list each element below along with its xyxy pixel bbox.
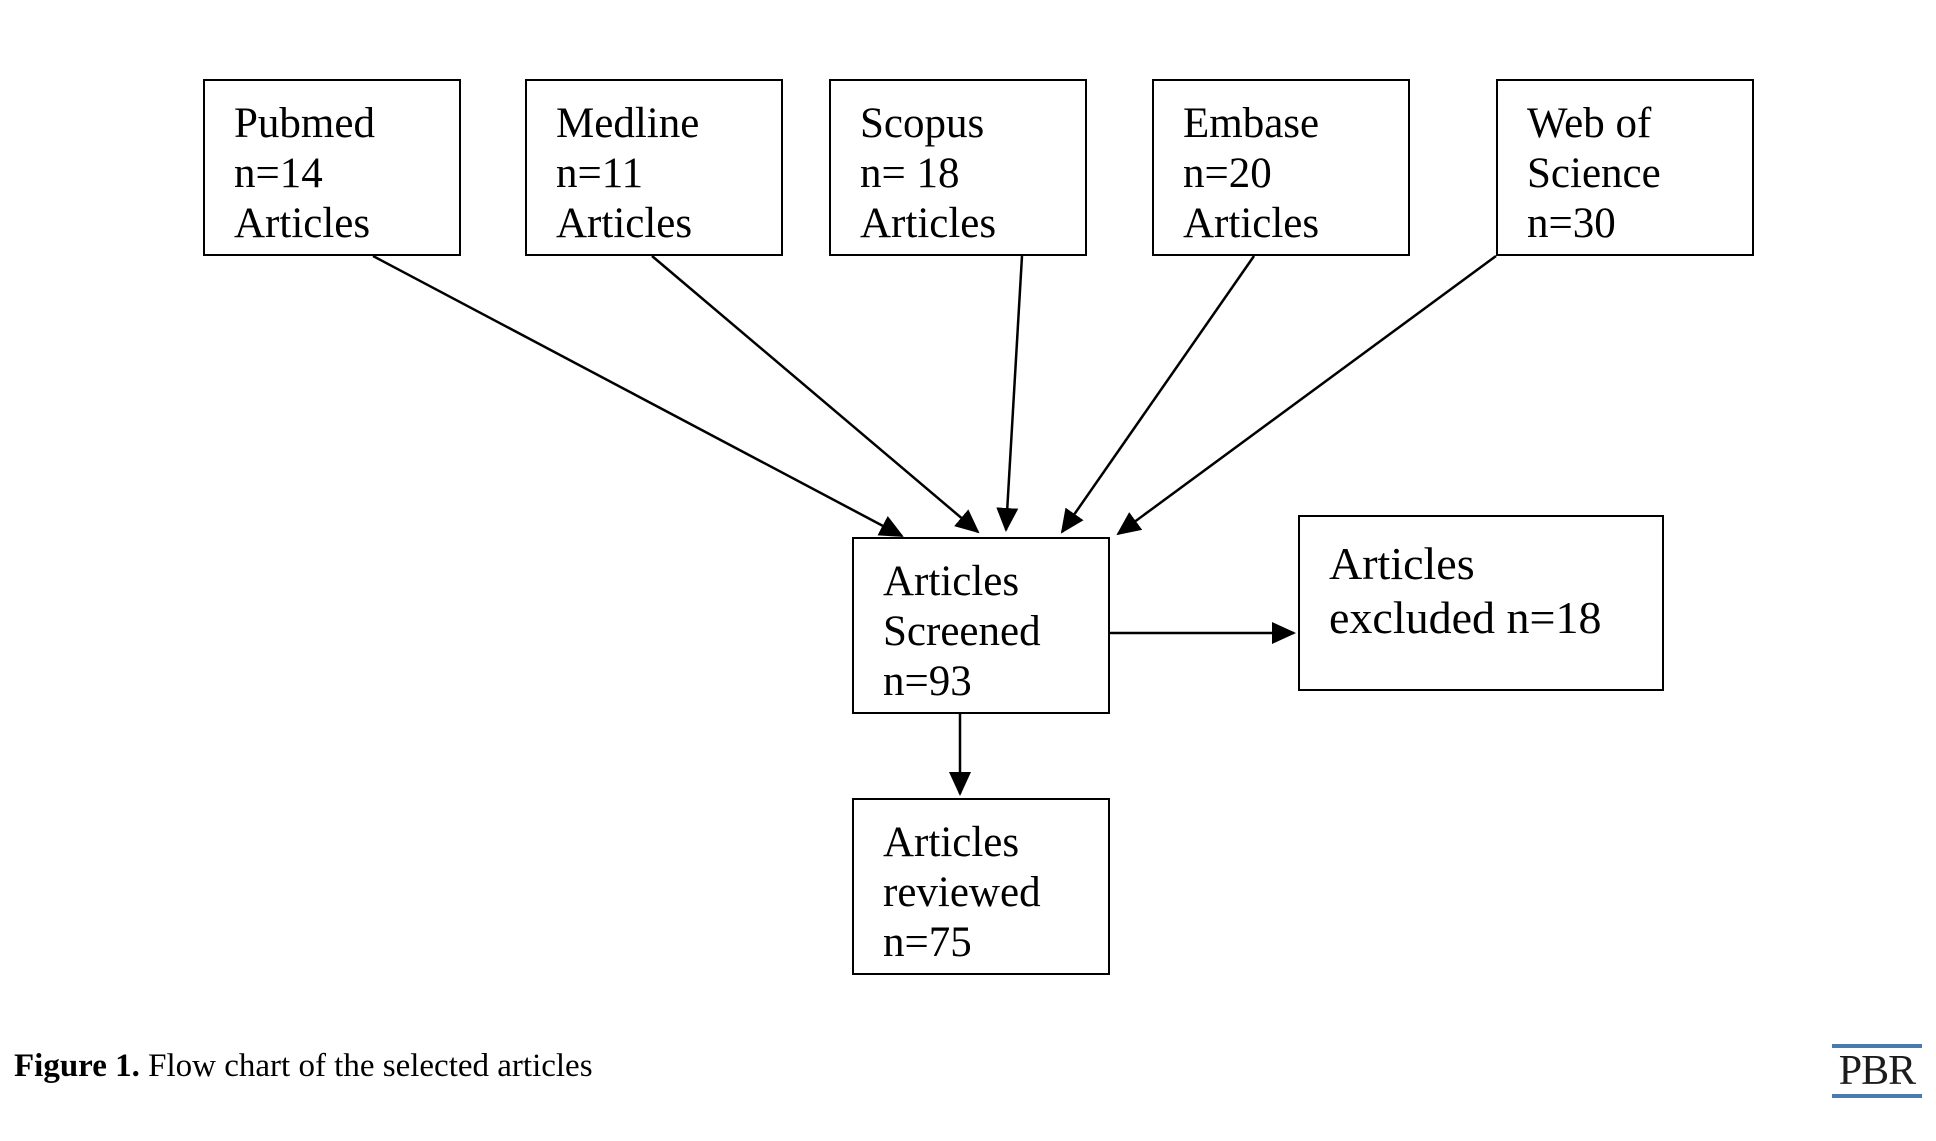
arrow-medline-to-screened <box>651 255 980 534</box>
logo-bottom-bar <box>1832 1094 1922 1098</box>
source-line: n=11 <box>556 150 644 197</box>
source-line: Articles <box>556 200 693 247</box>
source-line: n= 18 <box>860 150 960 197</box>
excluded-line: excluded n=18 <box>1329 592 1602 643</box>
reviewed-box: Articles reviewed n=75 <box>852 798 1110 975</box>
figure-caption: Figure 1. Flow chart of the selected art… <box>14 1048 593 1085</box>
source-line: Articles <box>234 200 371 247</box>
excluded-box: Articles excluded n=18 <box>1298 515 1664 691</box>
reviewed-line: n=75 <box>883 919 972 966</box>
source-box-embase: Embase n=20 Articles <box>1152 79 1410 256</box>
arrow-pubmed-to-screened <box>372 254 904 538</box>
source-line: Science <box>1527 150 1661 197</box>
logo-top-bar <box>1832 1044 1922 1048</box>
source-line: n=30 <box>1527 200 1616 247</box>
screened-line: Screened <box>883 608 1041 655</box>
source-line: Pubmed <box>234 100 375 147</box>
excluded-line: Articles <box>1329 538 1475 589</box>
logo-text: PBR <box>1838 1048 1916 1094</box>
source-line: Web of <box>1527 100 1652 147</box>
reviewed-line: Articles <box>883 819 1020 866</box>
source-line: Embase <box>1183 100 1320 147</box>
source-line: Articles <box>1183 200 1320 247</box>
source-line: Scopus <box>860 100 985 147</box>
source-line: n=20 <box>1183 150 1272 197</box>
screened-line: Articles <box>883 558 1020 605</box>
source-line: n=14 <box>234 150 323 197</box>
screened-line: n=93 <box>883 658 972 705</box>
reviewed-line: reviewed <box>883 869 1041 916</box>
source-line: Articles <box>860 200 997 247</box>
arrow-embase-to-screened <box>1060 255 1256 534</box>
source-box-medline: Medline n=11 Articles <box>525 79 783 256</box>
arrow-scopus-to-screened <box>996 255 1024 532</box>
journal-logo: PBR <box>1832 1044 1922 1098</box>
figure-caption-text: Flow chart of the selected articles <box>148 1048 593 1084</box>
figure-caption-label: Figure 1. <box>14 1048 140 1084</box>
source-box-pubmed: Pubmed n=14 Articles <box>203 79 461 256</box>
source-box-scopus: Scopus n= 18 Articles <box>829 79 1087 256</box>
source-line: Medline <box>556 100 700 147</box>
screened-box: Articles Screened n=93 <box>852 537 1110 714</box>
arrow-wos-to-screened <box>1116 254 1497 536</box>
source-box-web-of-science: Web of Science n=30 <box>1496 79 1754 256</box>
